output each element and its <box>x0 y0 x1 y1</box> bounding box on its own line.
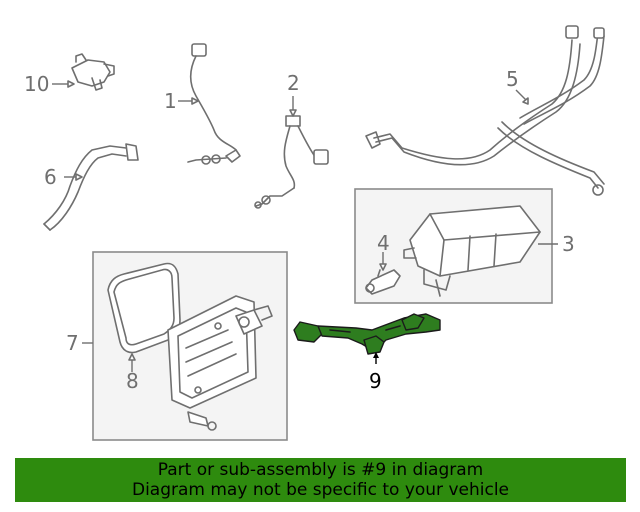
part-4-valve[interactable] <box>365 269 401 295</box>
callout-8: 8 <box>126 369 139 393</box>
callout-6: 6 <box>44 165 57 189</box>
callout-1: 1 <box>164 89 177 113</box>
part-10-sensor[interactable] <box>71 53 115 91</box>
part-5-vapor-lines[interactable] <box>365 25 605 196</box>
callout-5: 5 <box>506 67 519 91</box>
part-6-vent-hose[interactable] <box>43 143 139 231</box>
part-1-oxygen-sensor[interactable] <box>187 43 241 165</box>
arrow-9 <box>373 352 379 358</box>
info-banner: Part or sub-assembly is #9 in diagram Di… <box>15 458 626 502</box>
part-3-charcoal-canister[interactable] <box>403 205 541 297</box>
part-9-wiring-harness[interactable] <box>293 313 441 355</box>
banner-line-2: Diagram may not be specific to your vehi… <box>131 480 509 500</box>
callout-3: 3 <box>562 232 575 256</box>
parts-diagram: 10 1 2 6 <box>24 25 605 441</box>
part-8-gasket[interactable] <box>107 262 181 354</box>
part-2-oxygen-sensor[interactable] <box>254 115 329 209</box>
leader-5 <box>515 89 527 101</box>
part-7-control-module[interactable] <box>167 295 273 431</box>
callout-2: 2 <box>287 71 300 95</box>
callout-7: 7 <box>66 331 79 355</box>
callout-4: 4 <box>377 231 390 255</box>
callout-10: 10 <box>24 72 49 96</box>
callout-9: 9 <box>369 369 382 393</box>
banner-line-1: Part or sub-assembly is #9 in diagram <box>157 460 484 480</box>
